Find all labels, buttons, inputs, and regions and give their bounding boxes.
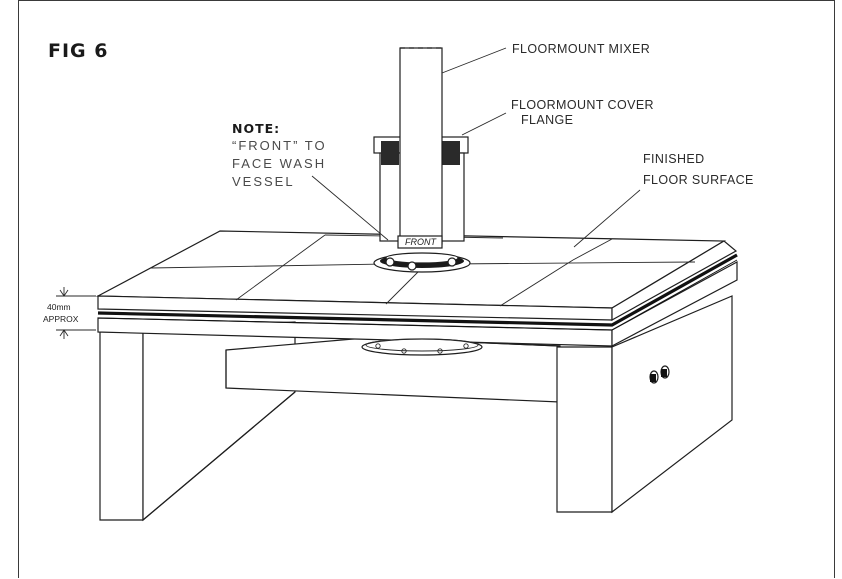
thickness-dimension [56, 287, 96, 339]
dimension-value: 40mm [47, 302, 71, 312]
callout-floor-line1: FINISHED [643, 152, 705, 166]
note-line-2: FACE WASH [232, 156, 326, 171]
front-label: FRONT [405, 237, 437, 247]
dimension-qualifier: APPROX [43, 314, 79, 324]
figure-title: FIG 6 [48, 40, 108, 62]
front-plate [397, 235, 443, 249]
frame-top-border [18, 0, 835, 1]
callout-cover-line2: FLANGE [521, 113, 573, 127]
mixer-pipe [399, 47, 443, 245]
note-line-1: “FRONT” TO [232, 138, 327, 153]
note-line-3: VESSEL [232, 174, 295, 189]
side-fittings [649, 365, 670, 384]
callout-floormount-mixer: FLOORMOUNT MIXER [512, 42, 650, 56]
under-flange [361, 338, 483, 356]
leader-lines [311, 47, 641, 248]
base-flange [373, 252, 471, 273]
note-title: NOTE: [232, 121, 280, 136]
callout-floor-line2: FLOOR SURFACE [643, 173, 754, 187]
figure-frame [18, 0, 835, 578]
callout-cover-line1: FLOORMOUNT COVER [511, 98, 654, 112]
